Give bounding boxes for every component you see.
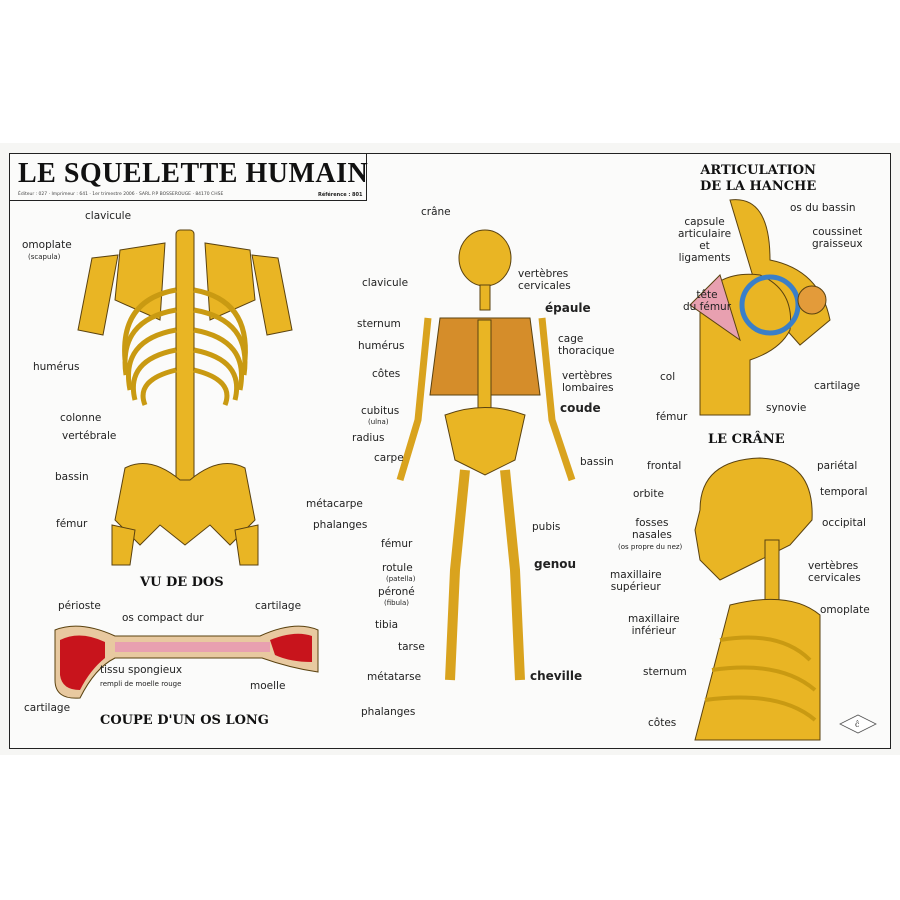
label-fosses-nasales: fosses nasales <box>632 517 672 541</box>
svg-text:ĉ: ĉ <box>855 720 860 729</box>
skull <box>458 229 512 287</box>
label-moelle-rouge: rempli de moelle rouge <box>100 680 182 688</box>
label-os-bassin: os du bassin <box>790 202 856 214</box>
label-cartilage-top: cartilage <box>255 600 302 612</box>
left-femur <box>111 524 136 566</box>
title-box <box>10 154 367 201</box>
label-femur-back: fémur <box>56 518 88 530</box>
label-clavicule: clavicule <box>85 210 132 222</box>
label-clavicule-front: clavicule <box>362 277 409 289</box>
label-carpe: carpe <box>374 452 404 464</box>
label-bassin-front: bassin <box>580 456 614 468</box>
front-skeleton <box>396 229 576 681</box>
label-occipital: occipital <box>822 517 866 529</box>
label-omoplate-skull: omoplate <box>820 604 870 616</box>
label-temporal: temporal <box>820 486 868 498</box>
label-radius: radius <box>352 432 385 444</box>
label-cotes-skull: côtes <box>648 717 677 729</box>
label-metacarpe: métacarpe <box>306 498 363 510</box>
label-femur-hip: fémur <box>656 411 688 423</box>
label-sternum-front: sternum <box>357 318 401 330</box>
long-bone-section <box>54 625 319 699</box>
label-pubis: pubis <box>532 521 561 533</box>
right-scapula <box>204 242 256 321</box>
label-vertebres-lombaires: vertèbres lombaires <box>562 370 614 394</box>
publisher-logo-icon: ĉ <box>839 714 877 734</box>
label-synovie: synovie <box>766 402 807 414</box>
label-genou: genou <box>534 557 577 571</box>
label-vertebrale: vertébrale <box>62 430 117 442</box>
label-vertebres-cervicales-skull: vertèbres cervicales <box>808 560 861 584</box>
label-cartilage-hip: cartilage <box>814 380 861 392</box>
label-femur-front: fémur <box>381 538 413 550</box>
label-humerus-front: humérus <box>358 340 405 352</box>
label-ulna: (ulna) <box>368 418 389 426</box>
left-scapula <box>114 242 166 321</box>
label-crane: crâne <box>421 206 451 218</box>
hip-title: ARTICULATION DE LA HANCHE <box>700 163 817 194</box>
label-orbite: orbite <box>633 488 664 500</box>
label-colonne: colonne <box>60 412 102 424</box>
skull-torso <box>694 457 821 741</box>
label-cubitus: cubitus <box>361 405 400 417</box>
label-fibula: (fibula) <box>384 599 409 607</box>
pelvis-front <box>444 407 526 476</box>
label-omoplate: omoplate <box>22 239 72 251</box>
label-coude: coude <box>560 401 601 415</box>
back-view-title: VU DE DOS <box>140 575 224 590</box>
imprint-text: Éditeur : 027 · Imprimeur : 641 · 1er tr… <box>18 192 224 197</box>
label-col: col <box>660 371 676 383</box>
label-phalanges-pied: phalanges <box>361 706 416 718</box>
label-rotule: rotule <box>382 562 413 574</box>
skull-title: LE CRÂNE <box>708 432 785 447</box>
label-cotes-front: côtes <box>372 368 401 380</box>
label-tissu-spongieux: tissu spongieux <box>100 664 183 676</box>
label-tarse: tarse <box>398 641 425 653</box>
label-perone: péroné <box>378 586 415 598</box>
left-humerus <box>77 254 119 336</box>
label-humerus-back: humérus <box>33 361 80 373</box>
poster-title: LE SQUELETTE HUMAIN <box>18 158 369 189</box>
reference-number: Référence : 801 <box>318 192 363 198</box>
label-scapula: (scapula) <box>28 253 61 261</box>
label-phalanges-main: phalanges <box>313 519 368 531</box>
long-bone-title: COUPE D'UN OS LONG <box>100 713 269 728</box>
right-humerus <box>251 254 293 336</box>
label-cage-thoracique: cage thoracique <box>558 333 615 357</box>
label-os-compact: os compact dur <box>122 612 204 624</box>
pelvis <box>114 463 256 546</box>
label-patella: (patella) <box>386 575 416 583</box>
label-os-propre-nez: (os propre du nez) <box>618 543 683 551</box>
label-maxillaire-inferieur: maxillaire inférieur <box>628 613 680 637</box>
label-epaule: épaule <box>545 301 591 315</box>
label-vertebres-cervicales: vertèbres cervicales <box>518 268 571 292</box>
label-coussinet: coussinet graisseux <box>812 226 863 250</box>
label-tibia: tibia <box>375 619 399 631</box>
label-maxillaire-superieur: maxillaire supérieur <box>610 569 662 593</box>
label-perioste: périoste <box>58 600 101 612</box>
label-frontal: frontal <box>647 460 682 472</box>
right-femur <box>234 524 259 566</box>
label-capsule: capsule articulaire et ligaments <box>678 216 732 264</box>
label-bassin-back: bassin <box>55 471 89 483</box>
label-cheville: cheville <box>530 669 583 683</box>
label-tete-femur: tête du fémur <box>683 289 732 313</box>
label-sternum-skull: sternum <box>643 666 687 678</box>
label-parietal: pariétal <box>817 460 858 472</box>
back-view-skeleton <box>77 229 293 566</box>
neck <box>479 284 491 311</box>
label-cartilage-bottom: cartilage <box>24 702 71 714</box>
hip-joint <box>689 199 831 416</box>
label-moelle: moelle <box>250 680 286 692</box>
label-metatarse: métatarse <box>367 671 422 683</box>
